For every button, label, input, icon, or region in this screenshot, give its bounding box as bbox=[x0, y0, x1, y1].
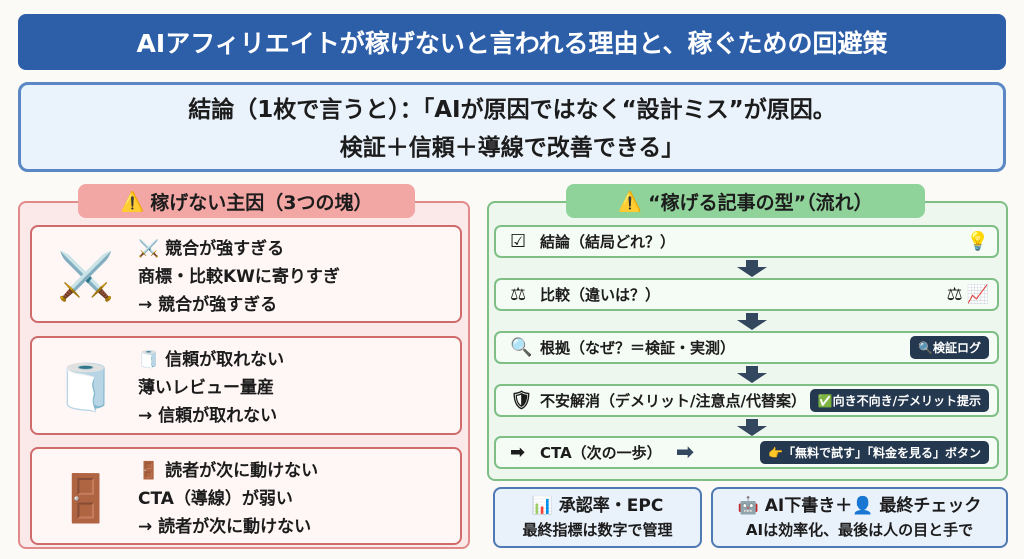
flow-step: ☑結論（結局どれ？）💡 bbox=[494, 225, 999, 258]
warning-icon: ⚠️ bbox=[120, 190, 145, 213]
down-arrow-icon bbox=[737, 260, 767, 278]
conclusion-box: 結論（1枚で言うと）：「AIが原因ではなく“設計ミス”が原因。 検証＋信頼＋導線… bbox=[18, 82, 1006, 172]
flow-step: 🔍根拠（なぜ？＝検証・実測）🔍検証ログ bbox=[494, 331, 999, 364]
magnifier-icon: 🔍 bbox=[510, 337, 533, 358]
lightbulb-icon: 💡 bbox=[966, 231, 989, 252]
crossed-swords-icon: ⚔️ bbox=[57, 248, 115, 303]
cause-card: ⚔️ ⚔️ 競合が強すぎる商標・比較KWに寄りすぎ→ 競合が強すぎる bbox=[30, 225, 462, 323]
checkbox-icon: ☑ bbox=[510, 231, 527, 252]
down-arrow-icon bbox=[737, 366, 767, 384]
page-title: AIアフィリエイトが稼げないと言われる理由と、稼ぐための回避策 bbox=[18, 14, 1006, 70]
flow-header: ⚠️“稼げる記事の型”（流れ） bbox=[566, 184, 925, 218]
shield-warning-icon: 🛡 bbox=[510, 390, 533, 411]
verification-log-tag: 🔍検証ログ bbox=[910, 336, 989, 359]
right-arrow-icon: ➡ bbox=[675, 440, 695, 465]
causes-header: ⚠️稼げない主因（3つの塊） bbox=[78, 184, 415, 218]
scale-icon: ⚖ bbox=[510, 284, 527, 305]
down-arrow-icon bbox=[737, 419, 767, 437]
conclusion-line1: 結論（1枚で言うと）：「AIが原因ではなく“設計ミス”が原因。 bbox=[188, 97, 836, 123]
warning-icon: ⚠️ bbox=[618, 190, 643, 213]
chart-icon: 📈 bbox=[966, 284, 989, 305]
flow-step: ⚖比較（違いは？）⚖📈 bbox=[494, 278, 999, 311]
scale-icon: ⚖ bbox=[946, 284, 963, 305]
enter-icon: ➡ bbox=[510, 442, 526, 463]
tissue-roll-icon: 🧻 bbox=[57, 359, 115, 414]
cta-button-tag: 👉「無料で試す」「料金を見る」ボタン bbox=[760, 441, 989, 464]
flow-step: 🛡不安解消（デメリット/注意点/代替案）✅向き不向き/デメリット提示 bbox=[494, 384, 999, 417]
down-arrow-icon bbox=[737, 313, 767, 331]
conclusion-line2: 検証＋信頼＋導線で改善できる」 bbox=[339, 135, 685, 161]
pros-cons-tag: ✅向き不向き/デメリット提示 bbox=[809, 389, 989, 412]
cause-card: 🧻 🧻 信頼が取れない薄いレビュー量産→ 信頼が取れない bbox=[30, 336, 462, 435]
flow-step: ➡CTA（次の一歩）➡👉「無料で試す」「料金を見る」ボタン bbox=[494, 436, 999, 469]
door-icon: 🚪 bbox=[57, 470, 115, 525]
